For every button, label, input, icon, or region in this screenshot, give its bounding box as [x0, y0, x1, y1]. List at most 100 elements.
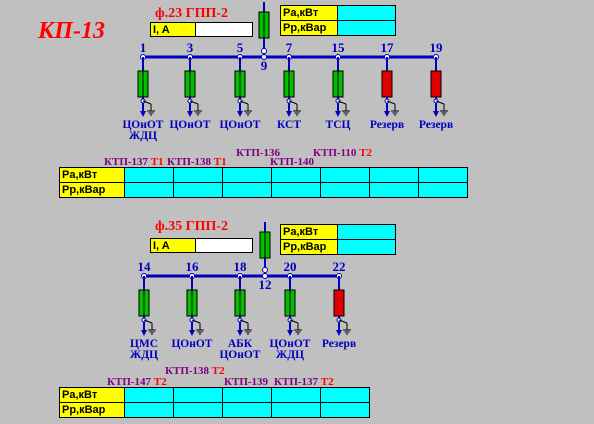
consumer-name: АБК [228, 338, 253, 350]
table2-pa-label: Pa,кВт [59, 387, 125, 403]
current-label-2: I, A [150, 238, 196, 253]
earth-switch [338, 319, 348, 324]
cell-number: 1 [140, 40, 147, 55]
cable-arrow [335, 111, 341, 117]
cable-arrow [187, 111, 193, 117]
consumer-name: ЖДЦ [276, 349, 304, 361]
table2-value-cell [320, 387, 370, 403]
table1-value-cell [418, 167, 468, 183]
table1-value-cell [222, 182, 272, 198]
table2-value-cell [222, 402, 272, 418]
cell-breaker[interactable] [430, 70, 442, 98]
cable-arrow [336, 330, 342, 336]
cell-number: 14 [138, 259, 152, 274]
transformer-link[interactable]: КТП-137 Т1 [104, 156, 164, 168]
table1-value-cell [320, 182, 370, 198]
consumer-name: ЦОнОТ [220, 349, 261, 361]
cell-number: 7 [286, 40, 293, 55]
consumer-name: ЖДЦ [129, 130, 157, 142]
table1-pa-label: Pa,кВт [59, 167, 125, 183]
earth-switch [143, 319, 153, 324]
pp-label-1: Pp,кВар [280, 20, 338, 36]
pp-value-2 [337, 239, 396, 255]
earth-switch [189, 100, 199, 105]
cable-arrow [237, 111, 243, 117]
bus-node [262, 273, 268, 279]
transformer-link[interactable]: КТП-139 [224, 376, 269, 388]
table1-value-cell [222, 167, 272, 183]
cable-arrow [237, 330, 243, 336]
transformer-number: Т1 [214, 156, 227, 168]
cell-number: 18 [234, 259, 248, 274]
cable-arrow [141, 330, 147, 336]
table1-value-cell [369, 167, 419, 183]
consumer-name: ЦОнОТ [123, 119, 164, 131]
earth-switch [191, 319, 201, 324]
cell-breaker[interactable] [333, 289, 345, 317]
current-value-1 [195, 22, 253, 37]
transformer-link[interactable]: КТП-138 Т1 [167, 156, 227, 168]
table2-value-cell [173, 402, 223, 418]
feeder-2-label: ф.35 ГПП-2 [155, 219, 228, 234]
table2-value-cell [271, 387, 321, 403]
transformer-link[interactable]: КТП-147 Т2 [107, 376, 167, 388]
consumer-name: ЦОнОТ [170, 119, 211, 131]
transformer-link[interactable]: КТП-138 Т2 [165, 365, 225, 377]
transformer-number: Т2 [154, 376, 167, 388]
table2-value-cell [124, 402, 174, 418]
current-value-2 [195, 238, 253, 253]
substation-title: КП-13 [37, 18, 105, 44]
transformer-number: Т1 [151, 156, 164, 168]
pp-value-1 [337, 20, 396, 36]
table2-value-cell [222, 387, 272, 403]
cable-arrow [384, 111, 390, 117]
table1-value-cell [124, 182, 174, 198]
table1-value-cell [369, 182, 419, 198]
consumer-name: ЦМС [130, 338, 158, 350]
transformer-link[interactable]: КТП-136 [236, 147, 281, 159]
table2-value-cell [124, 387, 174, 403]
pa-label-1: Pa,кВт [280, 5, 338, 21]
cell-number: 22 [333, 259, 346, 274]
earth-switch [288, 100, 298, 105]
table2-value-cell [271, 402, 321, 418]
consumer-name: Резерв [370, 119, 404, 131]
earth-switch [435, 100, 445, 105]
cell-number: 5 [237, 40, 244, 55]
pp-label-2: Pp,кВар [280, 239, 338, 255]
cell-number: 17 [381, 40, 395, 55]
consumer-name: ЦОнОТ [220, 119, 261, 131]
table1-value-cell [320, 167, 370, 183]
feeder-1-label: ф.23 ГПП-2 [155, 6, 228, 21]
table2-value-cell [173, 387, 223, 403]
cell-number: 3 [187, 40, 194, 55]
cell-number: 19 [430, 40, 444, 55]
transformer-link[interactable]: КТП-110 Т2 [313, 147, 373, 159]
consumer-name: Резерв [419, 119, 453, 131]
consumer-name: ТСЦ [326, 119, 351, 131]
table1-value-cell [271, 167, 321, 183]
consumer-name: ЦОнОТ [270, 338, 311, 350]
incoming-node [262, 267, 268, 273]
consumer-name: Резерв [322, 338, 356, 350]
table1-value-cell [173, 182, 223, 198]
bus-number: 12 [259, 277, 272, 292]
incoming-node [261, 48, 267, 54]
transformer-number: Т2 [359, 147, 372, 159]
cell-breaker[interactable] [381, 70, 393, 98]
cable-arrow [433, 111, 439, 117]
cell-number: 15 [332, 40, 346, 55]
transformer-number: Т2 [212, 365, 225, 377]
consumer-name: КСТ [277, 119, 301, 131]
transformer-link[interactable]: КТП-137 Т2 [274, 376, 334, 388]
table1-value-cell [271, 182, 321, 198]
cable-arrow [140, 111, 146, 117]
bus-number: 9 [261, 58, 268, 73]
earth-switch [289, 319, 299, 324]
earth-switch [239, 100, 249, 105]
transformer-link[interactable]: КТП-140 [270, 156, 315, 168]
bus-node [261, 54, 267, 60]
earth-switch [337, 100, 347, 105]
table2-pp-label: Pp,кВар [59, 402, 125, 418]
